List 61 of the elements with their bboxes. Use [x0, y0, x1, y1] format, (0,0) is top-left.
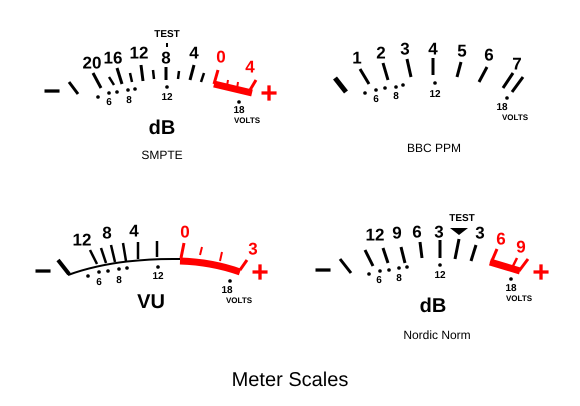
test-mark-label: TEST — [154, 30, 180, 40]
volt-number: 8 — [396, 274, 402, 284]
volt-number: 8 — [393, 92, 399, 102]
scale-number: 0 — [216, 48, 226, 66]
plus-sign: + — [532, 258, 550, 288]
scale-number: 3 — [434, 224, 444, 240]
scale-number: 6 — [496, 230, 506, 248]
scale-number: 4 — [189, 44, 199, 62]
scale-number: 1 — [352, 50, 362, 66]
volt-number: 12 — [429, 90, 441, 100]
scale-number: 3 — [248, 240, 258, 258]
scale-number: 9 — [516, 238, 526, 256]
volt-number: 18 — [233, 106, 245, 116]
scale-number: 8 — [161, 50, 171, 66]
volts-label: VOLTS — [506, 295, 532, 303]
scale-number: 4 — [245, 58, 255, 76]
volts-label: VOLTS — [226, 297, 252, 305]
volts-label: VOLTS — [234, 117, 260, 125]
minus-sign: − — [34, 257, 52, 287]
unit-label: dB — [420, 296, 446, 316]
scale-name: Nordic Norm — [403, 329, 471, 341]
scale-number: 12 — [130, 44, 148, 62]
volt-number: 18 — [221, 286, 233, 296]
minus-sign: − — [314, 256, 332, 286]
minus-sign: − — [43, 77, 61, 107]
scale-number: 7 — [512, 56, 522, 72]
scale-number: 6 — [484, 46, 494, 64]
scale-number: 16 — [104, 50, 122, 66]
scale-number: 9 — [392, 224, 402, 242]
scale-number: 20 — [82, 54, 102, 72]
scale-number: 4 — [428, 40, 438, 58]
title: Meter Scales — [232, 370, 348, 390]
volt-number: 6 — [96, 278, 102, 288]
scale-number: 8 — [102, 224, 112, 242]
volt-number: 8 — [116, 276, 122, 286]
scale-name: BBC PPM — [407, 142, 461, 154]
scale-number: 12 — [72, 232, 92, 248]
test-mark-label: TEST — [449, 214, 475, 224]
volt-number: 12 — [161, 93, 173, 103]
scale-number: 12 — [366, 226, 384, 244]
scale-number: 2 — [376, 44, 386, 62]
scale-number: 3 — [400, 40, 410, 58]
volt-number: 18 — [496, 103, 508, 113]
plus-sign: + — [251, 258, 269, 288]
volt-number: 12 — [152, 272, 164, 282]
scale-name: SMPTE — [141, 149, 183, 161]
volt-number: 6 — [106, 98, 112, 108]
unit-label: VU — [137, 292, 165, 312]
scale-number: 0 — [180, 224, 190, 240]
volt-number: 8 — [126, 96, 132, 106]
volt-number: 18 — [505, 284, 517, 294]
volts-label: VOLTS — [502, 114, 528, 122]
plus-sign: + — [260, 79, 278, 109]
scale-number: 5 — [457, 42, 467, 60]
volt-number: 12 — [434, 271, 446, 281]
scale-number: 4 — [129, 222, 139, 240]
volt-number: 6 — [376, 276, 382, 286]
scale-number: 3 — [475, 224, 485, 242]
scale-number: 6 — [412, 224, 422, 240]
volt-number: 6 — [373, 95, 379, 105]
unit-label: dB — [148, 118, 176, 138]
